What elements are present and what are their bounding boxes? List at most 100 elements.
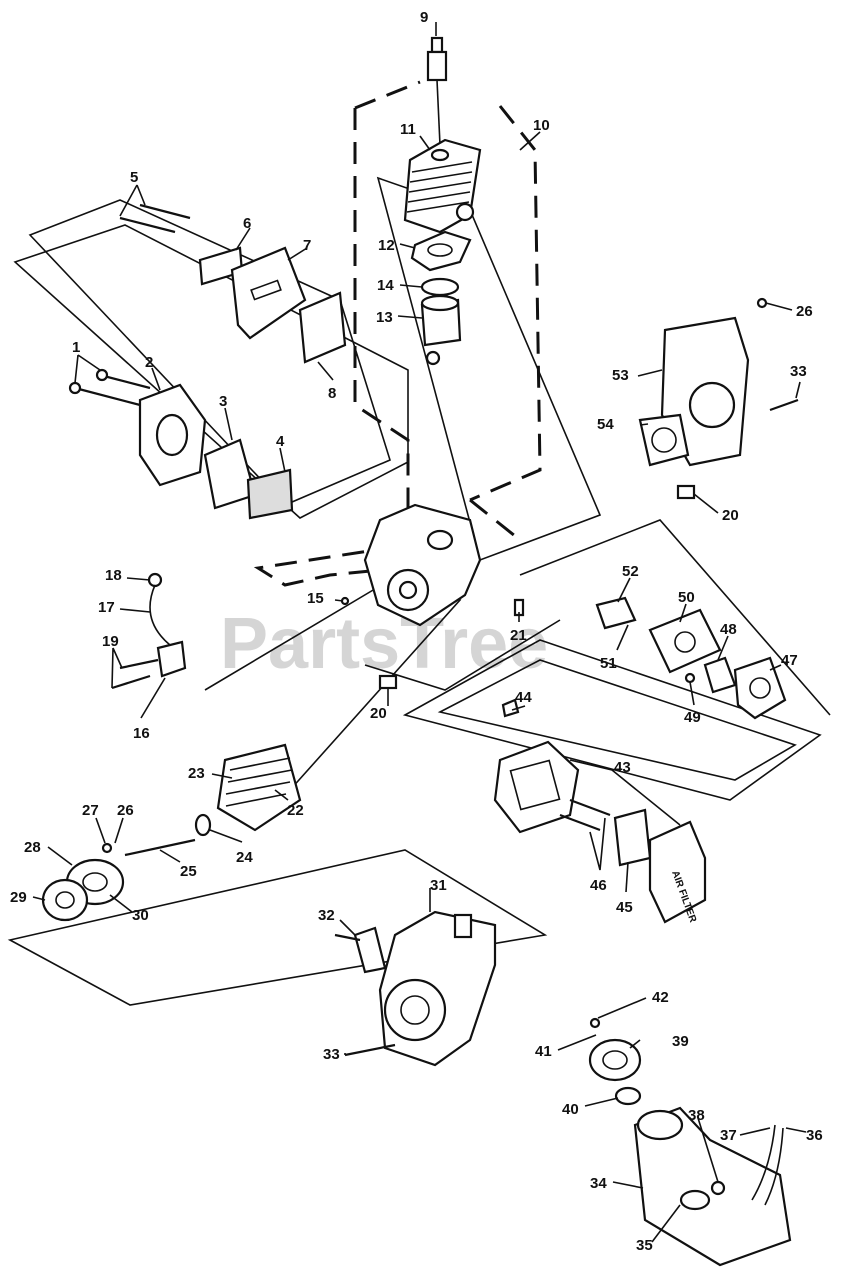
- cap-gasket: [614, 1086, 642, 1106]
- engine-housing: [378, 910, 497, 1067]
- callout-39: 39: [672, 1033, 689, 1050]
- callout-34: 34: [590, 1175, 607, 1192]
- callout-8: 8: [328, 385, 336, 402]
- callout-41: 41: [535, 1043, 552, 1060]
- callout-50: 50: [678, 589, 695, 606]
- callout-16: 16: [133, 725, 150, 742]
- clip-lower: [378, 674, 398, 690]
- callout-35: 35: [636, 1237, 653, 1254]
- carburetor: [733, 656, 787, 720]
- callout-40: 40: [562, 1101, 579, 1118]
- muffler-plate: [298, 291, 347, 364]
- callout-32: 32: [318, 907, 335, 924]
- adapter-gasket: [638, 413, 690, 467]
- leader-lines: [32, 22, 807, 1243]
- callout-30: 30: [132, 907, 149, 924]
- crankshaft: [124, 838, 196, 857]
- callout-3: 3: [219, 393, 227, 410]
- cylinder: [403, 138, 482, 234]
- callout-6: 6: [243, 215, 251, 232]
- air-cleaner-gasket: [203, 438, 257, 510]
- muffler: [230, 246, 307, 340]
- callout-48: 48: [720, 621, 737, 638]
- adapter-bolt: [769, 398, 799, 412]
- carb-spacer: [648, 608, 722, 674]
- callout-25: 25: [180, 863, 197, 880]
- callout-43: 43: [614, 759, 631, 776]
- callout-52: 52: [622, 563, 639, 580]
- fuel-cap: [588, 1038, 642, 1082]
- crankcase-screw: [513, 598, 525, 617]
- callout-28: 28: [24, 839, 41, 856]
- watermark-text: PartsTree: [220, 604, 548, 684]
- callout-49: 49: [684, 709, 701, 726]
- cylinder-gasket: [410, 230, 472, 272]
- callout-38: 38: [688, 1107, 705, 1124]
- air-filter-element: [613, 808, 652, 867]
- grommet: [710, 1180, 726, 1196]
- callout-4: 4: [276, 433, 285, 450]
- air-filter-clip: [501, 698, 520, 718]
- callouts: 9 10 11 12 14 13 5 6 7 8 1 2 3 4 26 33 5…: [10, 9, 823, 1254]
- piston-ring: [420, 277, 460, 297]
- callout-29: 29: [10, 889, 27, 906]
- callout-36: 36: [806, 1127, 823, 1144]
- callout-11: 11: [400, 121, 416, 138]
- callout-14: 14: [377, 277, 394, 294]
- carb-gasket: [595, 596, 637, 630]
- callout-23: 23: [188, 765, 205, 782]
- callout-5: 5: [130, 169, 138, 186]
- carb-screw: [684, 672, 696, 684]
- callout-19: 19: [102, 633, 119, 650]
- ignition-module: [111, 572, 187, 690]
- callout-24: 24: [236, 849, 253, 866]
- callout-33-top: 33: [790, 363, 807, 380]
- starter-screw: [101, 842, 113, 854]
- callout-45: 45: [616, 899, 633, 916]
- housing-bracket: [334, 926, 387, 974]
- spark-arrestor-screen: [246, 468, 294, 520]
- callout-26-top: 26: [796, 303, 813, 320]
- callout-31: 31: [430, 877, 447, 894]
- callout-10: 10: [533, 117, 550, 134]
- adapter-top-screw: [756, 297, 768, 309]
- spark-plug: [426, 36, 448, 146]
- callout-53: 53: [612, 367, 629, 384]
- callout-42: 42: [652, 989, 669, 1006]
- callout-2: 2: [145, 354, 153, 371]
- cap-retainer: [589, 1017, 601, 1029]
- starter-housing: [41, 878, 89, 922]
- flywheel-washer: [194, 813, 212, 837]
- callout-46: 46: [590, 877, 607, 894]
- callout-12: 12: [378, 237, 395, 254]
- air-filter-cover: AIR FILTER: [648, 820, 707, 925]
- callout-9: 9: [420, 9, 428, 26]
- air-cleaner-base: [138, 383, 207, 487]
- callout-26-bottom: 26: [117, 802, 134, 819]
- callout-44: 44: [515, 689, 532, 706]
- callout-20-top: 20: [722, 507, 739, 524]
- callout-47: 47: [781, 652, 798, 669]
- callout-33-bottom: 33: [323, 1046, 340, 1063]
- callout-21: 21: [510, 627, 527, 644]
- callout-22: 22: [287, 802, 304, 819]
- cylinder-assembly-dashed-outline: [253, 80, 542, 587]
- housing-bolt: [344, 1043, 396, 1057]
- callout-51: 51: [600, 655, 617, 672]
- callout-17: 17: [98, 599, 115, 616]
- clip-upper: [676, 484, 696, 500]
- callout-37: 37: [720, 1127, 737, 1144]
- flywheel: [216, 743, 302, 832]
- air-filter-base: [493, 740, 580, 834]
- piston: [420, 294, 462, 366]
- callout-15: 15: [307, 590, 324, 607]
- muffler-studs: [119, 203, 191, 234]
- air-cleaner-screws: [68, 368, 151, 407]
- callout-13: 13: [376, 309, 393, 326]
- callout-18: 18: [105, 567, 122, 584]
- callout-27: 27: [82, 802, 99, 819]
- fuel-lines: [751, 1124, 784, 1206]
- callout-1: 1: [72, 339, 80, 356]
- callout-7: 7: [303, 237, 311, 254]
